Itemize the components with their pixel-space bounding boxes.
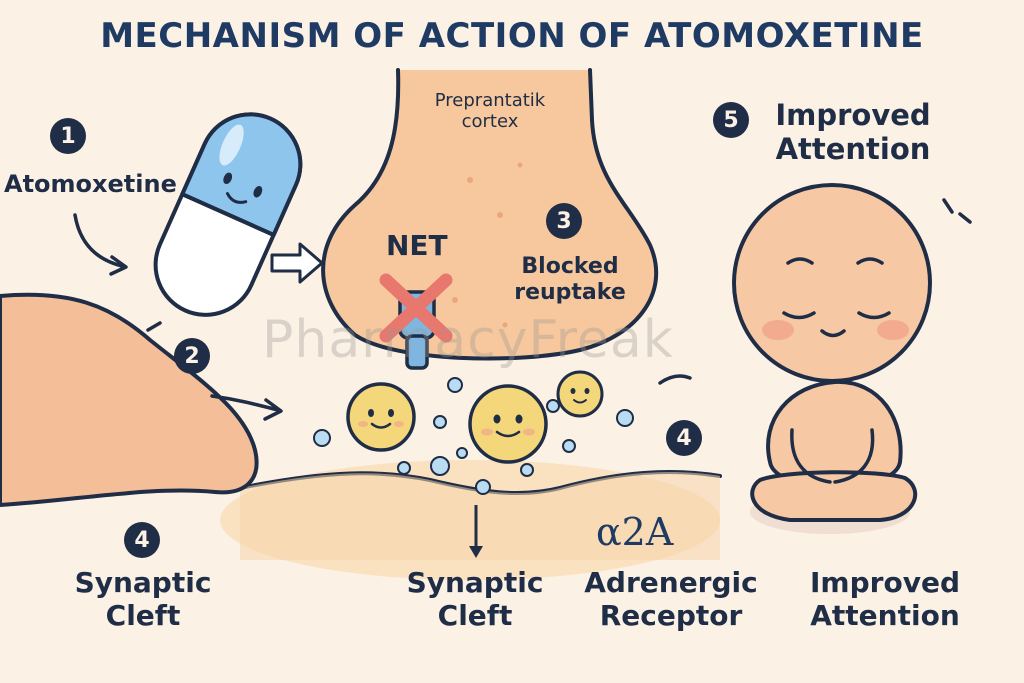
step-4-badge-right: 4: [666, 420, 702, 456]
atomoxetine-label: Atomoxetine: [4, 170, 177, 198]
step2-arrowhead: [263, 398, 283, 421]
step2-arrow: [210, 394, 280, 412]
net-label: NET: [386, 229, 448, 262]
sparkle-lines: [942, 198, 972, 224]
blocked-reuptake-line2: reuptake: [514, 279, 626, 305]
step-2-badge: 2: [174, 338, 210, 374]
neurotransmitter-smiley-icon: [346, 382, 416, 452]
step-1-badge: 1: [50, 118, 86, 154]
postsynaptic-fill: [240, 472, 720, 560]
page-title: MECHANISM OF ACTION OF ATOMOXETINE: [100, 16, 924, 56]
synaptic-cleft-center-line1: Synaptic: [406, 566, 544, 599]
blocked-reuptake-label: Blocked reuptake: [500, 254, 640, 306]
improved-attention-top-label: Improved Attention: [758, 98, 948, 166]
step1-arrow: [73, 213, 124, 268]
improved-attention-top-line2: Attention: [775, 132, 931, 167]
step-3-badge: 3: [546, 203, 582, 239]
adrenergic-receptor-label: Adrenergic Receptor: [576, 566, 766, 632]
adrenergic-receptor-line1: Adrenergic: [584, 566, 758, 599]
capsule-to-terminal-arrow: [270, 242, 324, 284]
adrenergic-receptor-line2: Receptor: [599, 599, 743, 633]
decor-curve: [658, 374, 692, 385]
atomoxetine-capsule-icon: [153, 112, 303, 317]
watermark: PharmacyFreak: [262, 310, 674, 370]
neurotransmitter-smiley-icon: [468, 384, 548, 464]
synaptic-cleft-left-line2: Cleft: [105, 599, 181, 633]
meditating-person-icon: [732, 183, 932, 534]
neuron-label-line2: cortex: [461, 111, 519, 133]
alpha2a-symbol: α2A: [596, 510, 674, 554]
step-4-badge-left: 4: [124, 522, 160, 558]
block-x-icon: [379, 273, 453, 343]
synaptic-cleft-center-line2: Cleft: [437, 599, 513, 633]
step-5-badge: 5: [713, 102, 749, 138]
step1-arrowhead: [109, 255, 128, 276]
terminal-speck: [452, 297, 458, 303]
neurotransmitter-smiley-icon: [556, 370, 604, 418]
improved-attention-bottom-line2: Attention: [810, 599, 960, 633]
decor-dash: [146, 321, 162, 332]
synaptic-cleft-left-label: Synaptic Cleft: [58, 566, 228, 632]
neuron-label-line1: Preprantatik: [434, 90, 546, 111]
terminal-speck: [497, 212, 503, 218]
improved-attention-bottom-line1: Improved: [810, 566, 960, 599]
terminal-speck: [502, 322, 508, 328]
neuron-label: Preprantatik cortex: [410, 90, 570, 132]
terminal-speck: [517, 162, 523, 168]
cleft-down-arrowhead: [469, 546, 483, 558]
presynaptic-terminal: [321, 68, 659, 361]
synaptic-cleft-center-label: Synaptic Cleft: [390, 566, 560, 632]
terminal-speck: [467, 177, 473, 183]
small-molecule-dots: [313, 377, 634, 495]
improved-attention-top-line1: Improved: [775, 98, 931, 132]
left-neuron-arm: [0, 292, 259, 507]
blocked-reuptake-line1: Blocked: [521, 254, 619, 279]
improved-attention-bottom-label: Improved Attention: [790, 566, 980, 632]
synaptic-cleft-left-line1: Synaptic: [74, 566, 212, 599]
